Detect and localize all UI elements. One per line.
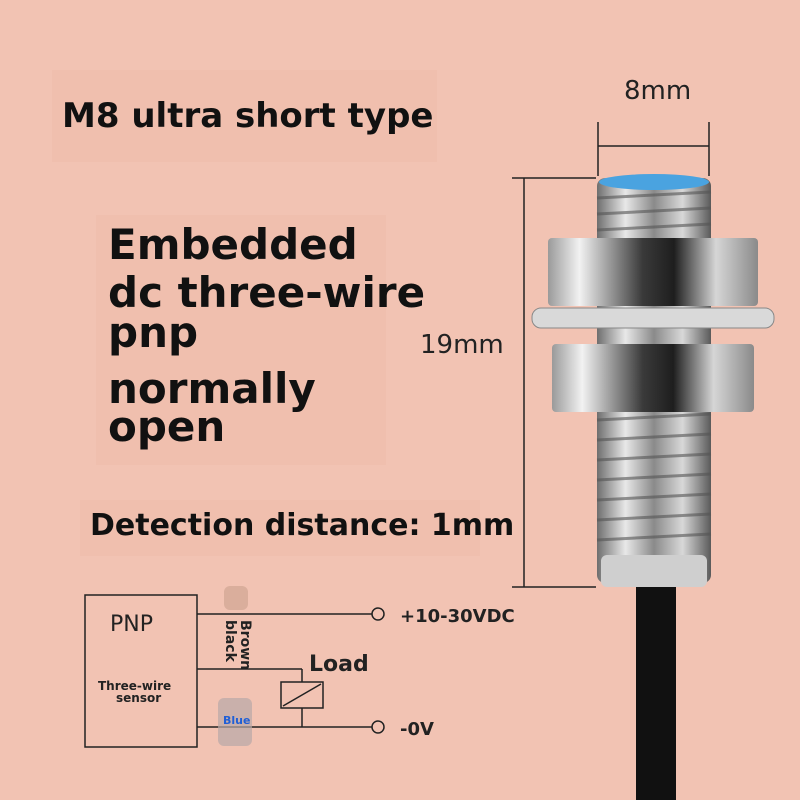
feature-output-type: pnp [108, 308, 199, 357]
brown-wire-marker [224, 586, 248, 610]
feature-normally: normally [108, 364, 316, 413]
width-dimension-label: 8mm [624, 76, 692, 106]
thread-lines [596, 190, 712, 542]
sensor-cable [636, 585, 676, 800]
pnp-label: PNP [110, 612, 153, 637]
sensor-label-line2: sensor [116, 691, 161, 705]
upper-nut [548, 238, 758, 306]
washer [531, 307, 775, 329]
height-dimension-line [512, 177, 596, 588]
pnp-sensor-box [84, 594, 198, 748]
features-panel [96, 215, 386, 465]
wiring-diagram: PNP Three-wire sensor Brown black Blue L… [84, 586, 515, 748]
height-dimension-label: 19mm [420, 330, 504, 360]
detection-panel [80, 500, 480, 556]
feature-open: open [108, 402, 226, 451]
title-panel [52, 70, 437, 162]
width-dimension-line [597, 122, 710, 176]
positive-terminal [371, 607, 385, 621]
black-wire-label: black [222, 620, 238, 663]
load-label: Load [309, 652, 369, 677]
sensing-face [599, 174, 709, 190]
body-end-collar [601, 555, 707, 587]
feature-embedded: Embedded [108, 220, 358, 269]
detection-distance: Detection distance: 1mm [90, 508, 515, 543]
negative-supply-label: -0V [400, 719, 434, 740]
sensor-label-line1: Three-wire [98, 679, 171, 693]
positive-supply-label: +10-30VDC [400, 606, 515, 627]
feature-wire-type: dc three-wire [108, 268, 426, 317]
negative-terminal [371, 720, 385, 734]
lower-nut [552, 344, 754, 412]
product-title: M8 ultra short type [62, 96, 434, 136]
load-symbol [280, 681, 324, 709]
blue-wire-label: Blue [223, 714, 250, 727]
blue-wire-marker [218, 698, 252, 746]
brown-wire-label: Brown [237, 620, 253, 670]
